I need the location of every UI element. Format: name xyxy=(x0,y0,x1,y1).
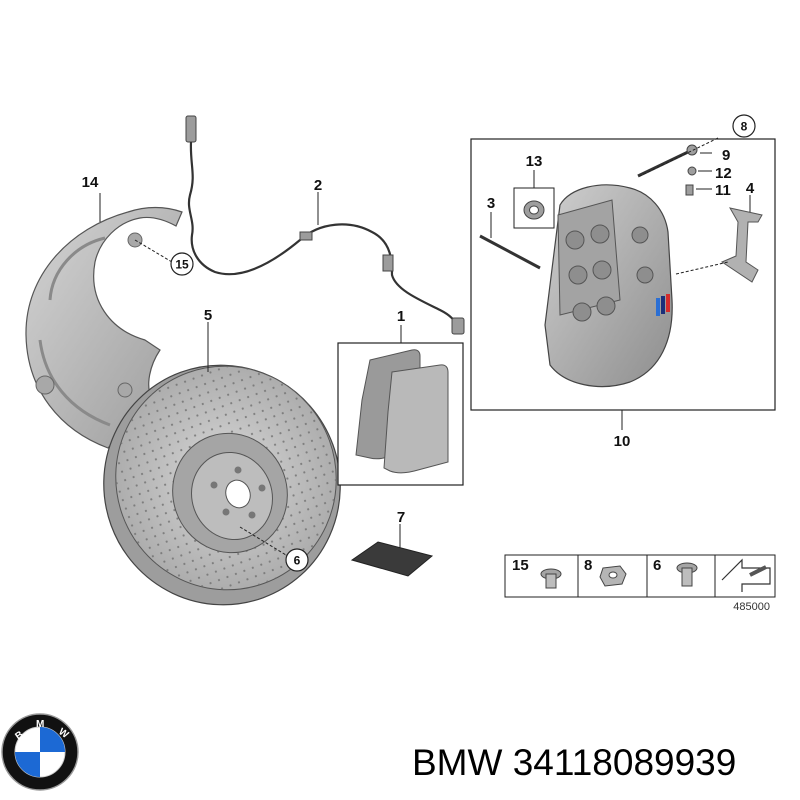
callout-1: 1 xyxy=(397,308,405,325)
brake-pads-group xyxy=(337,325,464,486)
callout-14: 14 xyxy=(82,174,99,191)
svg-text:M: M xyxy=(36,719,44,730)
part-number: 34118089939 xyxy=(512,742,737,783)
brand-name: BMW xyxy=(412,742,503,783)
callout-10: 10 xyxy=(614,433,631,450)
callout-2: 2 xyxy=(314,177,322,194)
callout-11: 11 xyxy=(715,182,731,199)
callout-5: 5 xyxy=(204,307,212,324)
callout-labels: 14 2 5 1 7 13 3 9 12 11 4 10 8 15 6 xyxy=(82,114,756,572)
part-caption: BMW 34118089939 xyxy=(412,735,797,791)
callout-8: 8 xyxy=(741,120,748,134)
callout-12: 12 xyxy=(715,165,732,182)
legend-item-8: 8 xyxy=(584,557,592,574)
callout-9: 9 xyxy=(722,147,730,164)
anti-squeal-sheet xyxy=(350,524,434,577)
fastener-legend: 15 8 6 485000 xyxy=(504,554,776,613)
callout-7: 7 xyxy=(397,509,405,526)
callout-6: 6 xyxy=(294,554,301,568)
callout-4: 4 xyxy=(746,180,755,197)
legend-item-15: 15 xyxy=(512,557,529,574)
bmw-logo: B M W xyxy=(1,713,79,791)
callout-15: 15 xyxy=(175,258,189,272)
legend-item-6: 6 xyxy=(653,557,661,574)
brake-disc xyxy=(103,322,341,606)
callout-3: 3 xyxy=(487,195,495,212)
wear-sensor-cable xyxy=(185,115,465,335)
callout-13: 13 xyxy=(526,153,543,170)
diagram-code: 485000 xyxy=(733,601,770,613)
brake-caliper-group xyxy=(470,137,776,430)
brake-shield xyxy=(25,193,183,449)
